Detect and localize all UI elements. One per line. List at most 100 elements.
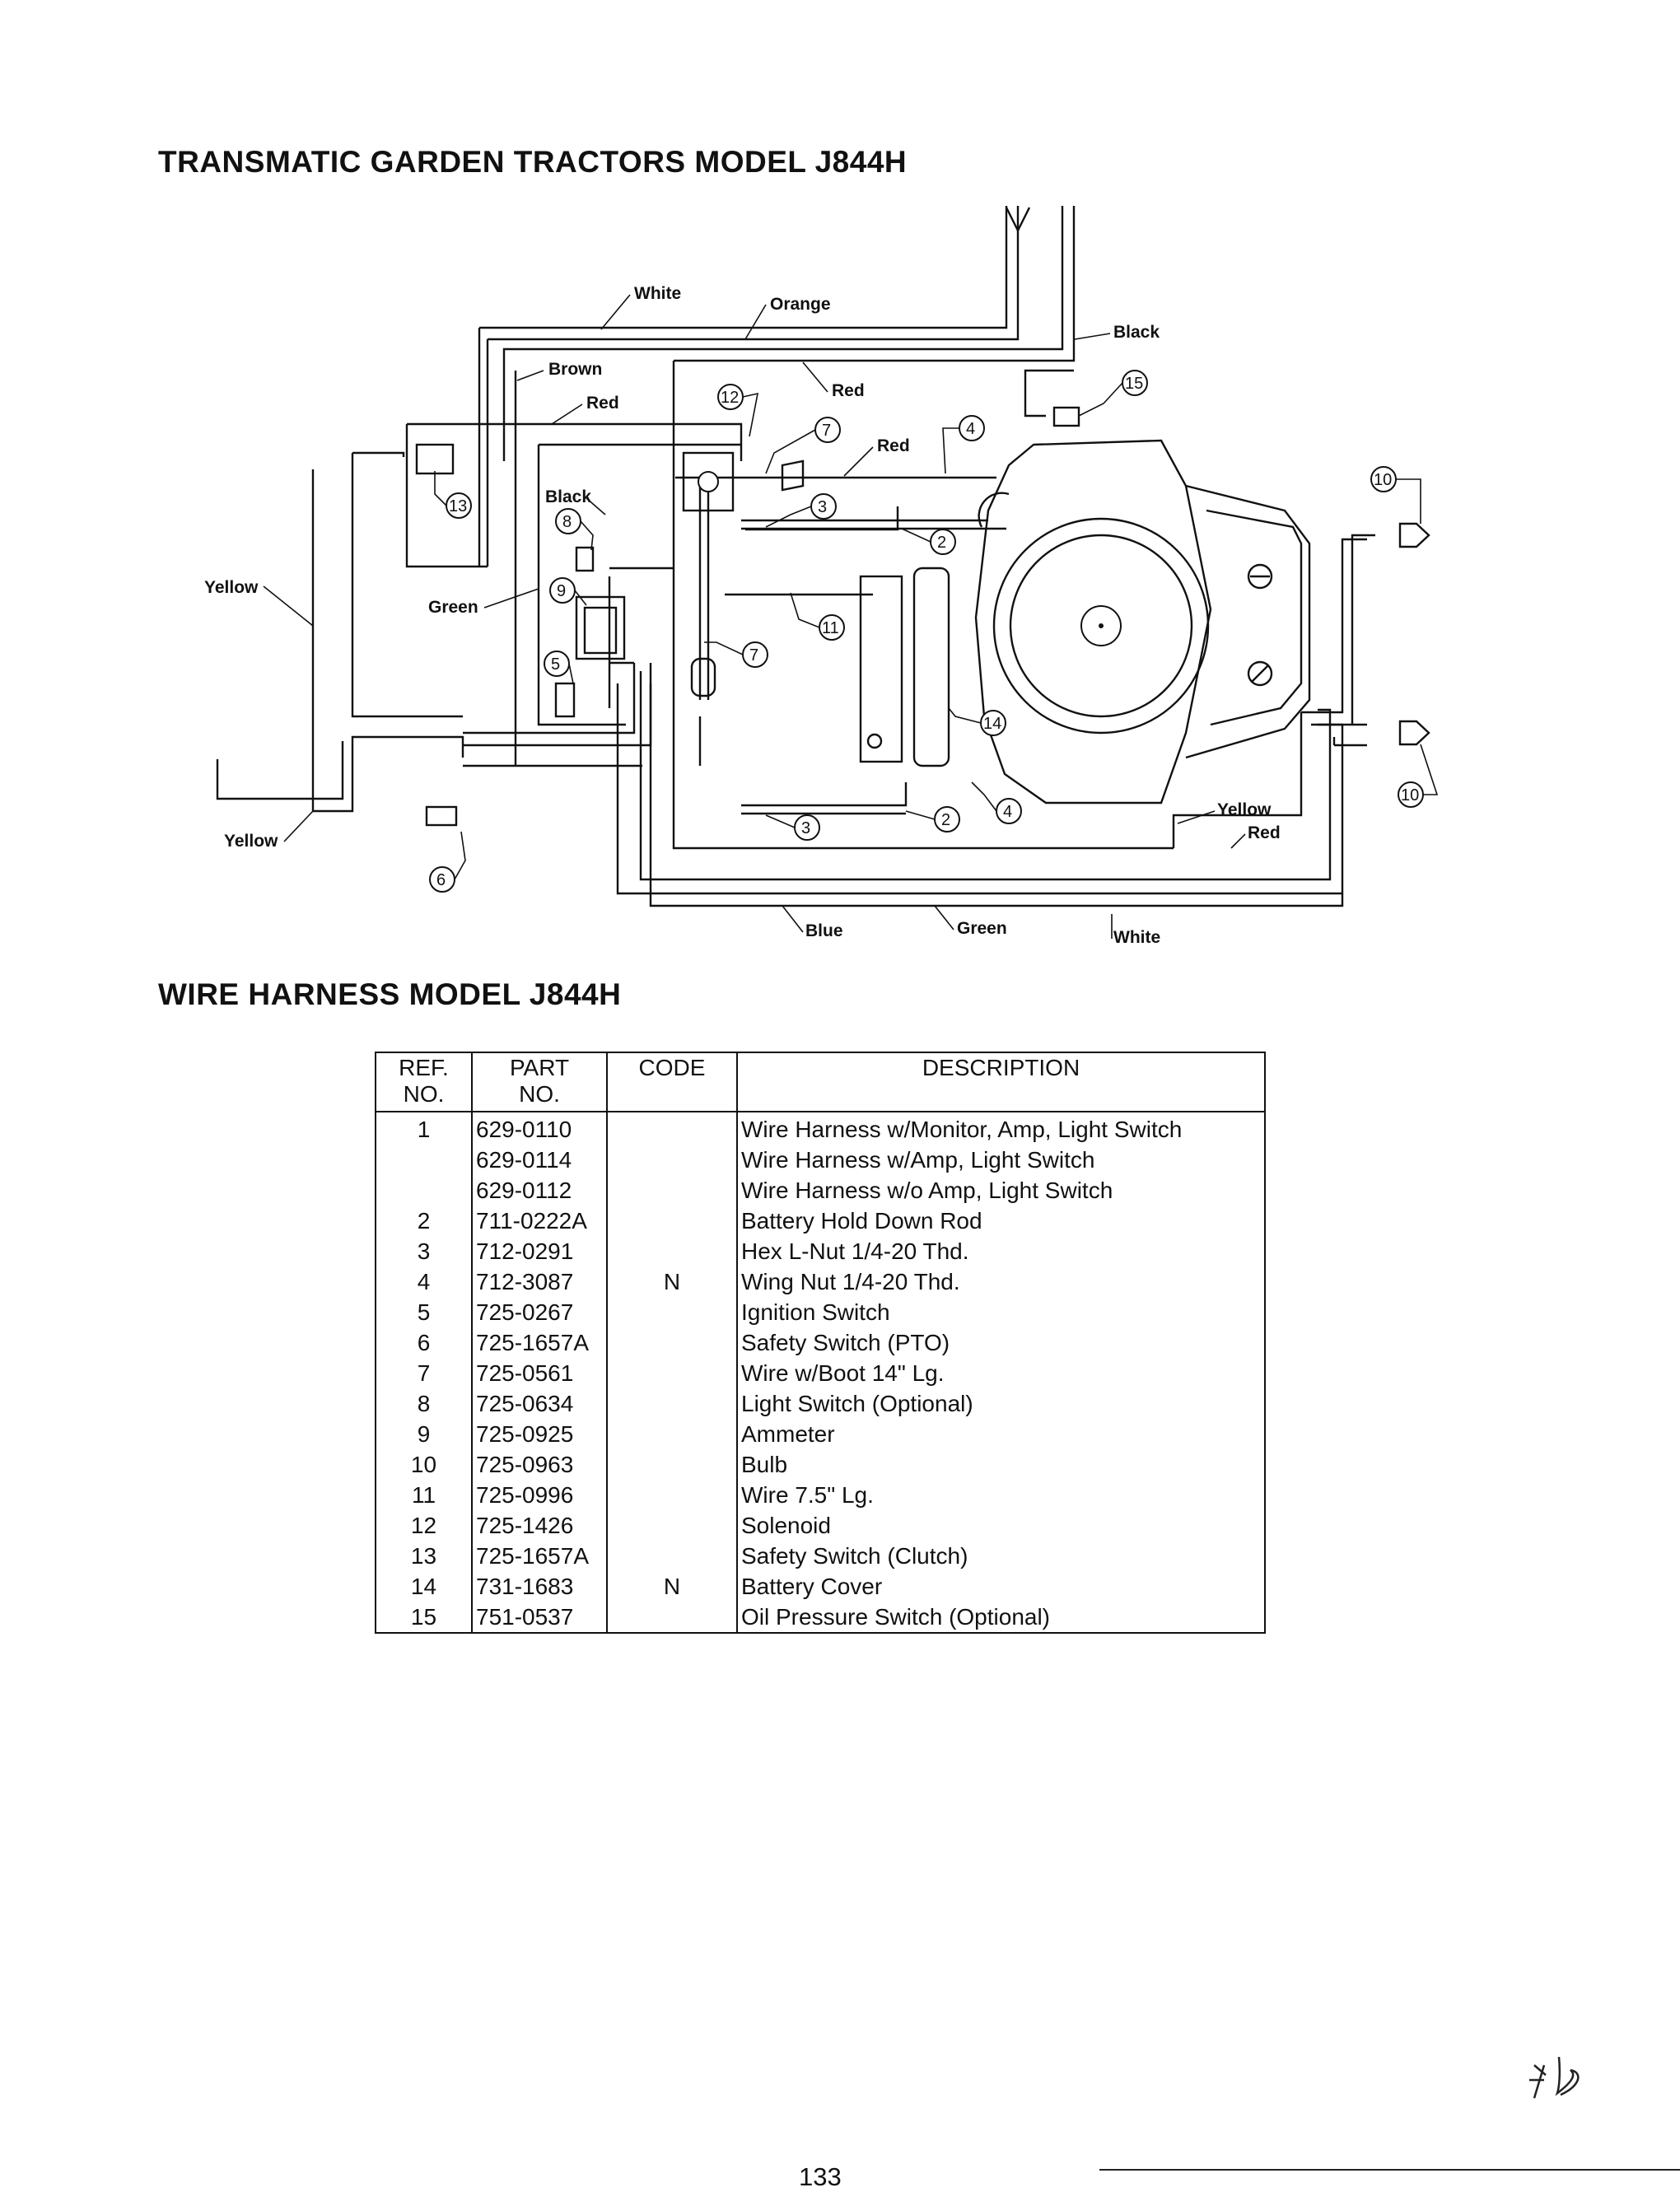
callout-13: 13 <box>449 497 467 515</box>
callout-4b: 4 <box>1003 803 1012 821</box>
callout-3a: 3 <box>818 498 827 516</box>
label-yellow-lower: Yellow <box>224 832 278 851</box>
cell-code <box>606 1236 737 1267</box>
cell-ref: 5 <box>417 1299 431 1326</box>
cell-description: Wing Nut 1/4-20 Thd. <box>736 1266 1265 1298</box>
cell-ref <box>376 1145 472 1175</box>
label-yellow-right: Yellow <box>1217 800 1272 819</box>
callout-12: 12 <box>721 389 739 407</box>
callout-14: 14 <box>983 715 1001 733</box>
callout-3b: 3 <box>801 819 810 837</box>
callout-7a: 7 <box>822 422 831 440</box>
cell-code <box>606 1449 737 1481</box>
cell-code <box>606 1541 737 1572</box>
engine-outline <box>415 406 1430 827</box>
cell-code <box>606 1388 737 1420</box>
cell-code <box>606 1175 737 1206</box>
header-code: CODE <box>606 1052 737 1113</box>
cell-ref: 14 <box>410 1574 437 1600</box>
cell-part-no: 725-1657A <box>471 1541 607 1572</box>
label-orange: Orange <box>770 295 831 314</box>
cell-part-no: 629-0110 <box>471 1112 607 1145</box>
cell-description: Ammeter <box>736 1419 1265 1450</box>
label-brown: Brown <box>548 360 602 379</box>
callouts: 12 7 4 15 13 8 3 2 9 11 7 5 14 4 2 3 6 1… <box>429 370 1439 893</box>
cell-ref: 6 <box>417 1330 431 1356</box>
cell-description: Solenoid <box>736 1510 1265 1541</box>
cell-ref: 11 <box>411 1482 436 1509</box>
label-white-bottom: White <box>1113 928 1160 947</box>
cell-part-no: 725-0634 <box>471 1388 607 1420</box>
header-description: DESCRIPTION <box>736 1052 1265 1113</box>
cell-description: Battery Cover <box>736 1571 1265 1602</box>
cell-part-no: 629-0114 <box>471 1145 607 1176</box>
cell-description: Wire Harness w/Monitor, Amp, Light Switc… <box>736 1112 1265 1145</box>
cell-description: Ignition Switch <box>736 1297 1265 1328</box>
table-row: 11 725-0996 Wire 7.5" Lg. <box>376 1480 1265 1511</box>
label-red-right: Red <box>1248 823 1281 842</box>
cell-part-no: 725-0925 <box>471 1419 607 1450</box>
label-black-right: Black <box>1113 323 1160 342</box>
cell-description: Wire 7.5" Lg. <box>736 1480 1265 1511</box>
page-number: 133 <box>799 2162 842 2191</box>
header-ref-no: REF.NO. <box>376 1052 472 1113</box>
callout-2b: 2 <box>941 811 950 829</box>
harness-wires <box>216 206 1375 907</box>
cell-ref: 8 <box>417 1391 431 1417</box>
cell-part-no: 751-0537 <box>471 1602 607 1634</box>
label-white-top: White <box>634 284 681 303</box>
cell-part-no: 712-3087 <box>471 1266 607 1298</box>
cell-description: Hex L-Nut 1/4-20 Thd. <box>736 1236 1265 1267</box>
cell-code: N <box>606 1266 737 1298</box>
cell-part-no: 725-0963 <box>471 1449 607 1481</box>
cell-code <box>606 1206 737 1237</box>
cell-description: Oil Pressure Switch (Optional) <box>736 1602 1265 1634</box>
callout-8: 8 <box>562 513 572 531</box>
cell-code <box>606 1145 737 1176</box>
callout-6: 6 <box>436 871 446 889</box>
callout-4a: 4 <box>966 420 975 438</box>
callout-5: 5 <box>551 655 560 674</box>
label-red-a: Red <box>586 394 619 413</box>
label-red-b: Red <box>832 381 865 400</box>
callout-7b: 7 <box>749 646 758 665</box>
cell-part-no: 712-0291 <box>471 1236 607 1267</box>
cell-part-no: 725-1657A <box>471 1327 607 1359</box>
handwritten-initials-mark <box>1529 2056 1580 2099</box>
cell-code <box>606 1327 737 1359</box>
label-green-left: Green <box>428 598 478 617</box>
cell-description: Bulb <box>736 1449 1265 1481</box>
cell-part-no: 725-0996 <box>471 1480 607 1511</box>
label-blue: Blue <box>805 921 843 940</box>
cell-code <box>606 1419 737 1450</box>
cell-part-no: 629-0112 <box>471 1175 607 1206</box>
callout-15: 15 <box>1125 375 1143 393</box>
diagram-title: TRANSMATIC GARDEN TRACTORS MODEL J844H <box>158 145 908 179</box>
cell-part-no: 725-1426 <box>471 1510 607 1541</box>
cell-part-no: 711-0222A <box>471 1206 607 1237</box>
cell-description: Safety Switch (Clutch) <box>736 1541 1265 1572</box>
callout-10b: 10 <box>1401 786 1419 805</box>
cell-code <box>606 1112 737 1145</box>
callout-10a: 10 <box>1374 471 1392 489</box>
callout-9: 9 <box>557 582 566 600</box>
label-yellow-upper: Yellow <box>204 578 259 597</box>
cell-code <box>606 1358 737 1389</box>
cell-code <box>606 1602 737 1634</box>
